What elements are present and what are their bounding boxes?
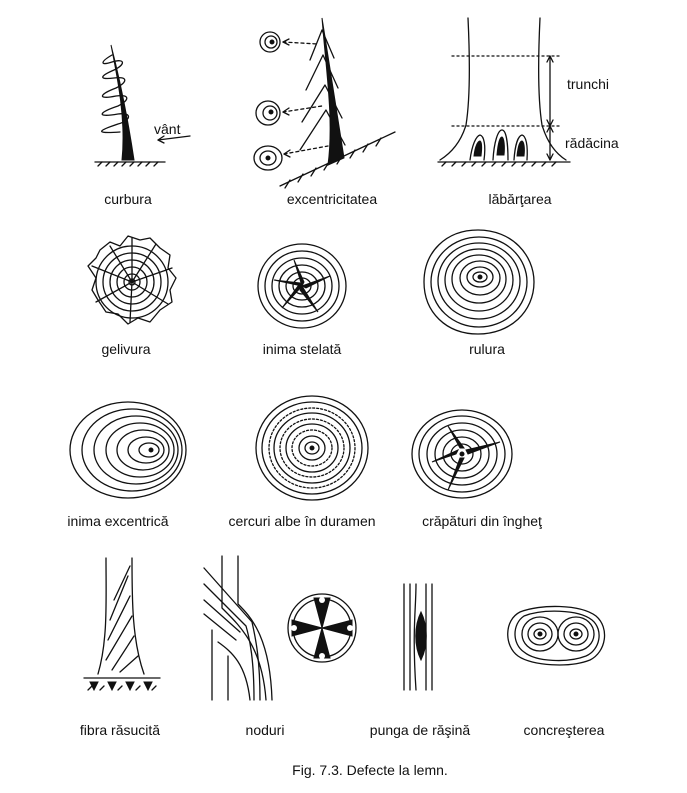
label-trunchi: trunchi <box>567 76 610 92</box>
fibra-rasucita-drawing <box>83 557 161 692</box>
label-punga-rasina: punga de răşină <box>369 722 471 738</box>
curbura-drawing <box>94 44 191 167</box>
label-rulura: rulura <box>469 341 505 357</box>
label-cercuri-albe: cercuri albe în duramen <box>228 513 376 529</box>
inima-stelata-drawing <box>257 243 347 329</box>
label-inima-stelata: inima stelată <box>262 341 342 357</box>
label-noduri: noduri <box>245 722 285 738</box>
labartarea-drawing <box>437 17 571 167</box>
label-crapaturi: crăpături din îngheţ <box>422 513 542 529</box>
excentricitatea-drawing <box>253 17 396 189</box>
label-fibra-rasucita: fibra răsucită <box>79 722 161 738</box>
figure-caption: Fig. 7.3. Defecte la lemn. <box>292 762 448 778</box>
label-concresterea: concreşterea <box>523 722 605 738</box>
gelivura-drawing <box>87 235 177 325</box>
label-excentricitatea: excentricitatea <box>286 191 378 207</box>
concresterea-drawing <box>507 605 606 666</box>
inima-excentrica-drawing <box>69 401 187 499</box>
noduri-drawing <box>203 555 273 701</box>
label-gelivura: gelivura <box>101 341 151 357</box>
nod-sectiune-drawing <box>287 593 357 663</box>
label-vant: vânt <box>154 121 181 137</box>
crapaturi-drawing <box>411 409 513 499</box>
rulura-drawing <box>423 229 535 335</box>
label-curbura: curbura <box>104 191 152 207</box>
label-inima-excentrica: inima excentrică <box>67 513 169 529</box>
label-labartarea: lăbărţarea <box>488 191 552 207</box>
label-radacina: rădăcina <box>565 135 619 151</box>
punga-rasina-drawing <box>403 583 433 691</box>
cercuri-albe-drawing <box>255 395 369 501</box>
